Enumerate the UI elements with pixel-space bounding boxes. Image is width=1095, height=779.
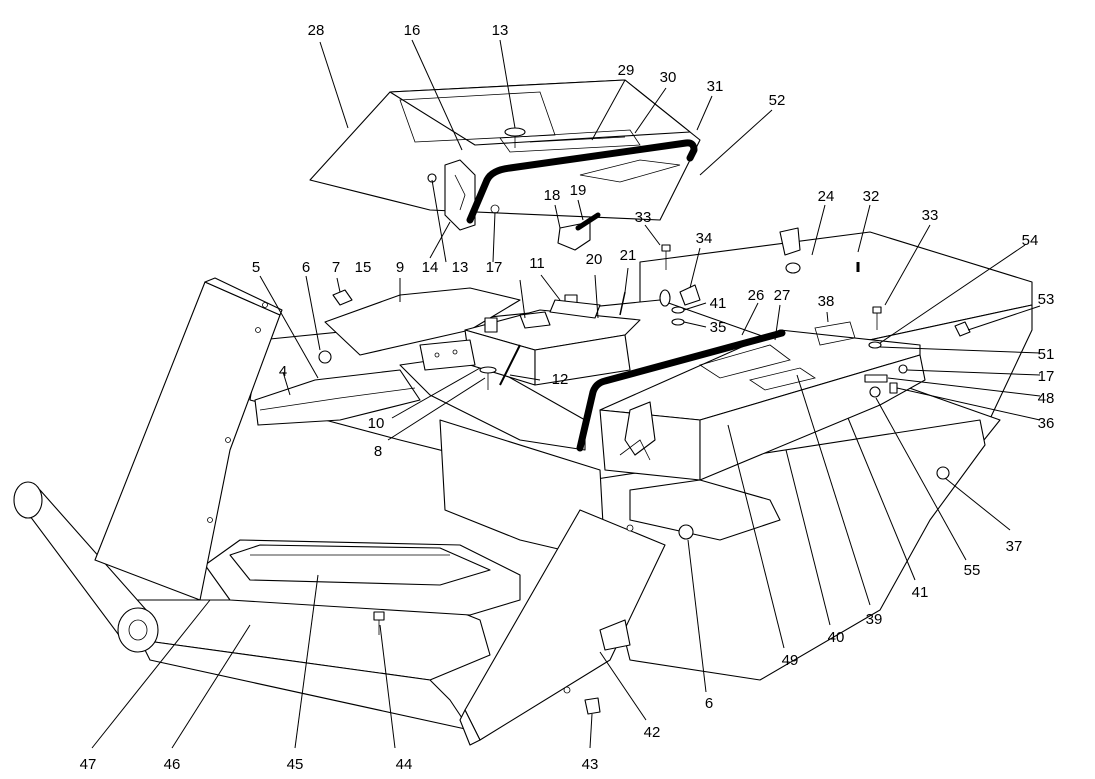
washer	[479, 366, 497, 374]
callout-47: 47	[80, 756, 97, 773]
callout-8: 8	[374, 443, 382, 460]
callout-7: 7	[332, 259, 340, 276]
callout-31: 31	[707, 78, 724, 95]
nut	[936, 466, 950, 480]
callout-17: 17	[486, 259, 503, 276]
callout-11: 11	[529, 255, 545, 272]
callout-42: 42	[644, 724, 661, 741]
callout-labels: 28 16 13 29 30 31 52 18 19 33 34 24 32 3…	[80, 22, 1055, 773]
callout-5: 5	[252, 259, 260, 276]
nut	[318, 350, 332, 364]
callout-52: 52	[769, 92, 786, 109]
callout-18: 18	[544, 187, 561, 204]
callout-53: 53	[1038, 291, 1055, 308]
callout-9: 9	[396, 259, 404, 276]
tilted-side-panel	[94, 281, 281, 601]
roller-end-left	[13, 481, 43, 519]
callout-36: 36	[1038, 415, 1055, 432]
callout-51: 51	[1038, 346, 1055, 363]
callout-55: 55	[964, 562, 981, 579]
callout-17: 17	[1038, 368, 1055, 385]
callout-21: 21	[620, 247, 637, 264]
callout-43: 43	[582, 756, 599, 773]
callout-54: 54	[1022, 232, 1039, 249]
callout-13: 13	[452, 259, 469, 276]
bolt	[661, 244, 671, 252]
callout-30: 30	[660, 69, 677, 86]
callout-46: 46	[164, 756, 181, 773]
callout-44: 44	[396, 756, 413, 773]
callout-19: 19	[570, 182, 587, 199]
callout-13: 13	[492, 22, 509, 39]
callout-35: 35	[710, 319, 727, 336]
seat-base-side	[699, 354, 926, 481]
callout-20: 20	[586, 251, 603, 268]
callout-49: 49	[782, 652, 799, 669]
callout-37: 37	[1006, 538, 1023, 555]
callout-32: 32	[863, 188, 880, 205]
battery-box	[464, 294, 641, 386]
cable-31	[466, 139, 698, 224]
front-roller-assembly	[13, 277, 283, 653]
callout-39: 39	[866, 611, 883, 628]
cable-26	[576, 329, 786, 452]
decal-52	[579, 159, 681, 183]
callout-27: 27	[774, 287, 791, 304]
callout-6: 6	[705, 695, 713, 712]
control-handle	[557, 212, 601, 251]
callout-41: 41	[912, 584, 929, 601]
left-channel	[254, 369, 421, 426]
callout-6: 6	[302, 259, 310, 276]
callout-34: 34	[696, 230, 713, 247]
callout-14: 14	[422, 259, 439, 276]
callout-15: 15	[355, 259, 372, 276]
callout-10: 10	[368, 415, 385, 432]
callout-28: 28	[308, 22, 325, 39]
callout-12: 12	[552, 371, 569, 388]
dash-panel	[309, 79, 701, 221]
callout-26: 26	[748, 287, 765, 304]
callout-41: 41	[710, 295, 727, 312]
callout-38: 38	[818, 293, 835, 310]
battery-box-side	[534, 334, 631, 386]
seat-base-assembly	[599, 321, 926, 481]
callout-33: 33	[635, 209, 652, 226]
callout-40: 40	[828, 629, 845, 646]
callout-24: 24	[818, 188, 835, 205]
foot-plate-edge	[459, 709, 481, 746]
knob	[504, 127, 526, 137]
callout-16: 16	[404, 22, 421, 39]
hardware	[318, 173, 971, 715]
bolt	[332, 289, 353, 306]
leader-lines	[91, 39, 1041, 749]
callout-48: 48	[1038, 390, 1055, 407]
terminal-a	[484, 317, 498, 333]
foot-plate	[459, 509, 666, 746]
mount-block	[419, 339, 476, 371]
front-crossmember	[139, 639, 471, 731]
callout-29: 29	[618, 62, 635, 79]
callout-4: 4	[279, 363, 287, 380]
callout-45: 45	[287, 756, 304, 773]
nut	[678, 524, 694, 540]
callout-33: 33	[922, 207, 939, 224]
bolt	[872, 306, 882, 314]
